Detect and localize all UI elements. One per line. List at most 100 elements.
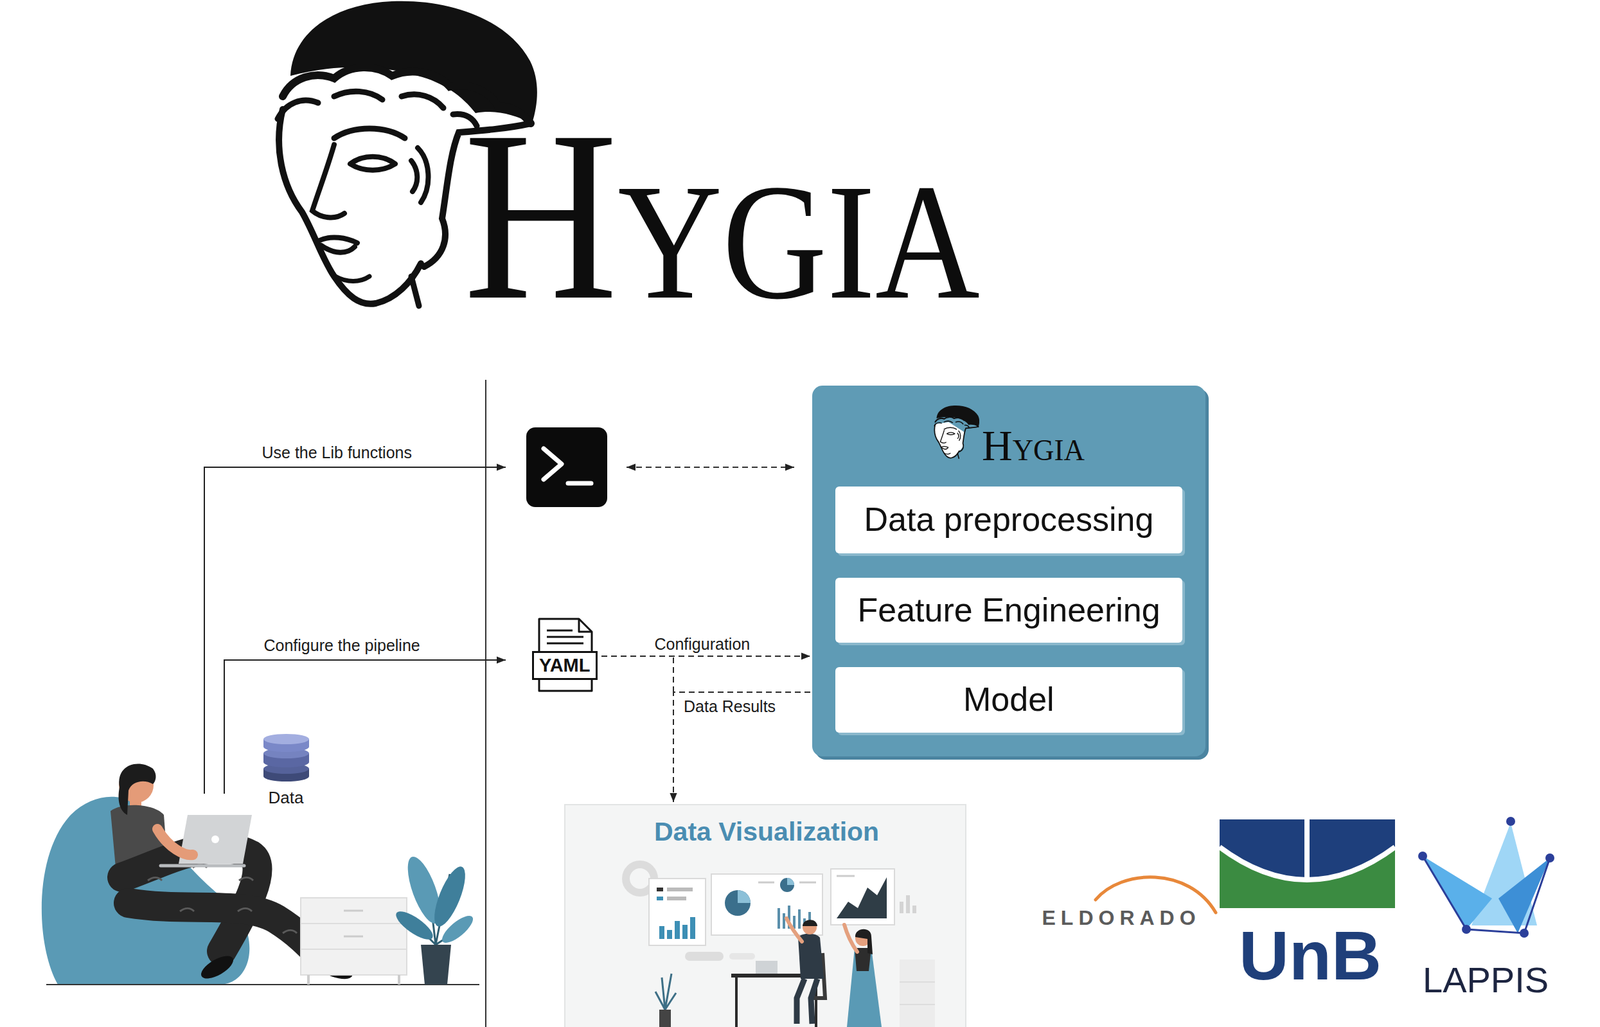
person-illustration [157, 828, 193, 855]
dashboard-illustration [906, 895, 910, 914]
plant-illustration [391, 906, 437, 945]
person-illustration [211, 835, 220, 844]
lappis-logo-mark [1422, 855, 1550, 934]
dashed-connector [673, 692, 811, 802]
dashboard-illustration [755, 960, 778, 974]
file-icon [578, 618, 592, 632]
dashboard-illustration [674, 920, 680, 939]
cabinet-illustration [397, 974, 401, 985]
dashboard-illustration [786, 918, 802, 942]
dashboard-illustration [782, 913, 786, 929]
wire [224, 659, 506, 794]
lappis-logo-mark [1498, 857, 1550, 934]
dashboard-illustration [729, 952, 756, 960]
wire [626, 466, 795, 468]
dashboard-illustration [690, 916, 696, 939]
dashboard-illustration [655, 973, 676, 1010]
dashed-connector [601, 655, 811, 657]
dashboard-illustration [799, 881, 817, 884]
plant-illustration [420, 944, 452, 985]
lappis-logo-mark [1461, 924, 1471, 934]
dashboard-illustration [724, 889, 751, 916]
plant-illustration [391, 852, 477, 985]
dashboard-illustration [899, 981, 935, 983]
terminal-icon [526, 427, 608, 507]
dashboard-illustration [711, 873, 823, 935]
visualization-panel: Data Visualization [564, 803, 967, 1027]
cabinet-illustration [300, 922, 407, 925]
dashboard-illustration [899, 901, 904, 914]
process-label: Data preprocessing [864, 500, 1155, 540]
dashboard-illustration [912, 905, 917, 914]
logo-text: UnB [1238, 915, 1382, 996]
cabinet-illustration [300, 897, 407, 975]
divider-line [485, 379, 487, 1027]
process-box: Data preprocessing [835, 486, 1183, 554]
dashboard-illustration [682, 924, 688, 939]
plant-illustration [438, 911, 477, 947]
lappis-logo-mark [1519, 928, 1529, 938]
flow-label: Use the Lib functions [262, 443, 412, 463]
person-illustration [118, 764, 157, 815]
unb-logo-mark [1304, 819, 1310, 880]
library-heading: HYGIA [981, 424, 1085, 468]
file-icon [546, 629, 573, 632]
dashboard-illustration [802, 919, 818, 926]
file-icon [546, 642, 584, 645]
dashboard-illustration [830, 868, 895, 925]
wire [204, 467, 506, 794]
file-icon [546, 636, 584, 639]
lappis-logo-mark [1418, 851, 1428, 861]
yaml-file-icon: YAML [530, 617, 599, 693]
dashboard-illustration [780, 877, 795, 892]
process-label: Feature Engineering [857, 591, 1161, 630]
person-illustration [41, 764, 480, 985]
lappis-logo-mark [1418, 816, 1555, 938]
cabinet-illustration [300, 948, 407, 950]
dashboard-illustration [846, 947, 882, 1027]
dashboard-illustration [737, 889, 751, 903]
dashboard-illustration [787, 877, 795, 885]
lappis-logo-mark [1422, 855, 1493, 930]
dashboard-illustration [836, 875, 855, 878]
flow-label: Configure the pipeline [264, 636, 421, 655]
cabinet-illustration [300, 897, 407, 985]
database-icon [263, 733, 310, 745]
logo-text: ELDORADO [1042, 906, 1201, 930]
cabinet-illustration [343, 935, 364, 938]
wire [204, 467, 795, 794]
hygia-head-icon [934, 405, 980, 459]
dashboard-illustration [777, 907, 781, 929]
library-panel: HYGIA Data preprocessingFeature Engineeri… [812, 385, 1206, 757]
dashboard-illustration [666, 929, 673, 939]
person-illustration [46, 983, 480, 986]
dashboard-illustration [735, 977, 738, 1027]
process-label: Model [963, 680, 1055, 720]
process-box: Feature Engineering [835, 577, 1183, 643]
dashboard-illustration [855, 929, 873, 955]
file-type-label: YAML [532, 650, 598, 680]
dashboard-illustration [659, 1009, 671, 1027]
wire [672, 657, 675, 693]
person-illustration [147, 864, 297, 934]
cabinet-illustration [343, 909, 364, 912]
dashboard-illustration [802, 920, 817, 935]
process-box: Model [835, 666, 1183, 733]
dashboard-illustration [758, 881, 775, 884]
hygia-head-icon [933, 404, 980, 459]
connector-label: Configuration [654, 634, 751, 654]
dashboard-illustration [656, 896, 664, 901]
dashboard-illustration [899, 1003, 935, 1005]
dashboard-illustration [666, 887, 693, 892]
unb-logo-mark [1219, 819, 1396, 908]
dashboard-illustration [899, 959, 935, 1027]
dashboard-illustration [798, 909, 801, 929]
dashboard-illustration [648, 878, 706, 946]
icon-caption: Data [268, 788, 304, 808]
logo-title: HYGIA [463, 93, 980, 338]
dashboard-illustration [656, 887, 664, 892]
dashboard-illustration [836, 877, 887, 919]
dashboard-illustration [659, 925, 665, 939]
lappis-logo-mark [1545, 853, 1555, 863]
panel-title: Data Visualization [654, 816, 880, 847]
